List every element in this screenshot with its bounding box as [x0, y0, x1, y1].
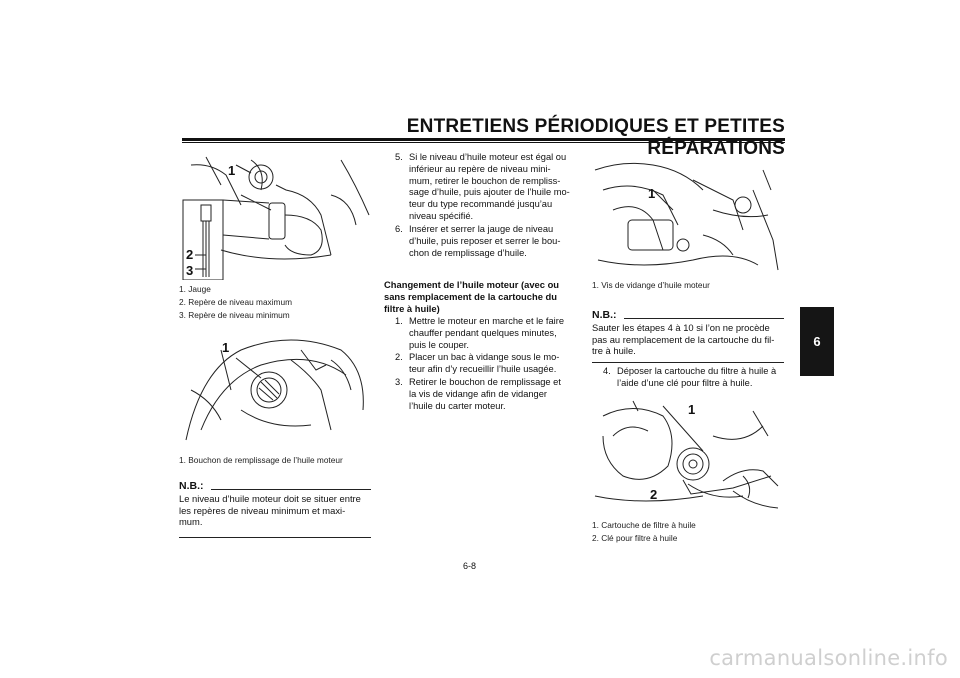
callout-2: 2 — [650, 487, 657, 502]
note-line: mum. — [179, 516, 203, 528]
callout-1: 1 — [222, 340, 229, 355]
watermark-text: carmanualsonline.info — [709, 646, 948, 670]
section-subheading: Changement de l’huile moteur (avec ou sa… — [384, 279, 579, 314]
caption-line: 3. Repère de niveau minimum — [179, 309, 290, 320]
note-rule-bottom — [179, 537, 371, 538]
callout-1: 1 — [688, 402, 695, 417]
step-line: inférieur au repère de niveau mini- — [409, 163, 551, 174]
caption-line: 1. Vis de vidange d’huile moteur — [592, 280, 710, 290]
step-number: 3. — [395, 377, 403, 387]
note-line: pas au remplacement de la cartouche du f… — [592, 333, 775, 345]
step-line: Si le niveau d’huile moteur est égal ou — [409, 152, 567, 162]
chapter-tab: 6 — [800, 307, 834, 376]
caption-drain-bolt: 1. Vis de vidange d’huile moteur — [592, 279, 710, 292]
figure-dipstick: 1 2 3 — [181, 155, 371, 280]
callout-2: 2 — [186, 247, 193, 262]
subheading-line: Changement de l’huile moteur (avec ou — [384, 279, 560, 290]
figure-oil-filter: 1 2 — [593, 396, 783, 516]
note-heading: N.B.: — [179, 480, 204, 492]
step-line: chon de remplissage d’huile. — [409, 247, 527, 258]
note-text: Le niveau d’huile moteur doit se situer … — [179, 493, 372, 528]
step-line: niveau spécifié. — [409, 210, 474, 221]
header-rule — [182, 138, 785, 141]
note-line: Sauter les étapes 4 à 10 si l’on ne proc… — [592, 322, 770, 333]
subheading-line: sans remplacement de la cartouche du — [384, 290, 557, 302]
header-rule-thin — [182, 142, 785, 143]
step-number: 1. — [395, 316, 403, 326]
step-line: Déposer la cartouche du filtre à huile à — [617, 366, 777, 376]
step-line: teur du type recommandé jusqu’au — [409, 199, 553, 210]
note-text: Sauter les étapes 4 à 10 si l’on ne proc… — [592, 322, 787, 357]
caption-oil-filter: 1. Cartouche de filtre à huile 2. Clé po… — [592, 519, 696, 545]
note-rule-top — [211, 489, 371, 490]
step-line: d’huile, puis reposer et serrer le bou- — [409, 235, 561, 246]
caption-oil-filler-cap: 1. Bouchon de remplissage de l’huile mot… — [179, 454, 343, 467]
figure-oil-filler-cap: 1 — [181, 330, 371, 450]
step-number: 2. — [395, 352, 403, 362]
step-line: l’huile du carter moteur. — [409, 400, 506, 411]
step-line: Retirer le bouchon de remplissage et — [409, 377, 561, 387]
note-rule-bottom — [592, 362, 784, 363]
figure-drain-bolt: 1 — [593, 150, 783, 275]
step-number: 4. — [603, 366, 611, 376]
step-line: puis le couper. — [409, 339, 469, 350]
callout-1: 1 — [228, 163, 235, 178]
step-line: l’aide d’une clé pour filtre à huile. — [617, 377, 753, 388]
caption-line: 2. Clé pour filtre à huile — [592, 532, 678, 543]
subheading-line: filtre à huile) — [384, 302, 440, 314]
step-line: Mettre le moteur en marche et le faire — [409, 316, 565, 326]
note-heading: N.B.: — [592, 309, 617, 321]
caption-line: 1. Cartouche de filtre à huile — [592, 520, 696, 530]
note-line: tre à huile. — [592, 345, 636, 357]
step-line: teur afin d’y recueillir l’huile usagée. — [409, 363, 557, 374]
page-header-title: ENTRETIENS PÉRIODIQUES ET PETITES RÉPARA… — [406, 116, 785, 159]
note-line: Le niveau d’huile moteur doit se situer … — [179, 493, 361, 504]
note-rule-top — [624, 318, 784, 319]
caption-line: 1. Jauge — [179, 284, 211, 294]
step-number: 5. — [395, 152, 403, 162]
callout-1: 1 — [648, 186, 655, 201]
caption-line: 1. Bouchon de remplissage de l’huile mot… — [179, 455, 343, 465]
callout-3: 3 — [186, 263, 193, 278]
step-line: Placer un bac à vidange sous le mo- — [409, 352, 560, 362]
step-line: mum, retirer le bouchon de rempliss- — [409, 175, 561, 186]
step-line: sage d’huile, puis ajouter de l’huile mo… — [409, 187, 570, 198]
page-number: 6-8 — [463, 561, 477, 571]
caption-line: 2. Repère de niveau maximum — [179, 296, 292, 307]
step-line: la vis de vidange afin de vidanger — [409, 388, 547, 399]
note-line: les repères de niveau minimum et maxi- — [179, 504, 346, 516]
step-line: chauffer pendant quelques minutes, — [409, 327, 557, 338]
caption-dipstick: 1. Jauge 2. Repère de niveau maximum 3. … — [179, 283, 292, 321]
step-number: 6. — [395, 224, 403, 234]
step-line: Insérer et serrer la jauge de niveau — [409, 224, 554, 234]
